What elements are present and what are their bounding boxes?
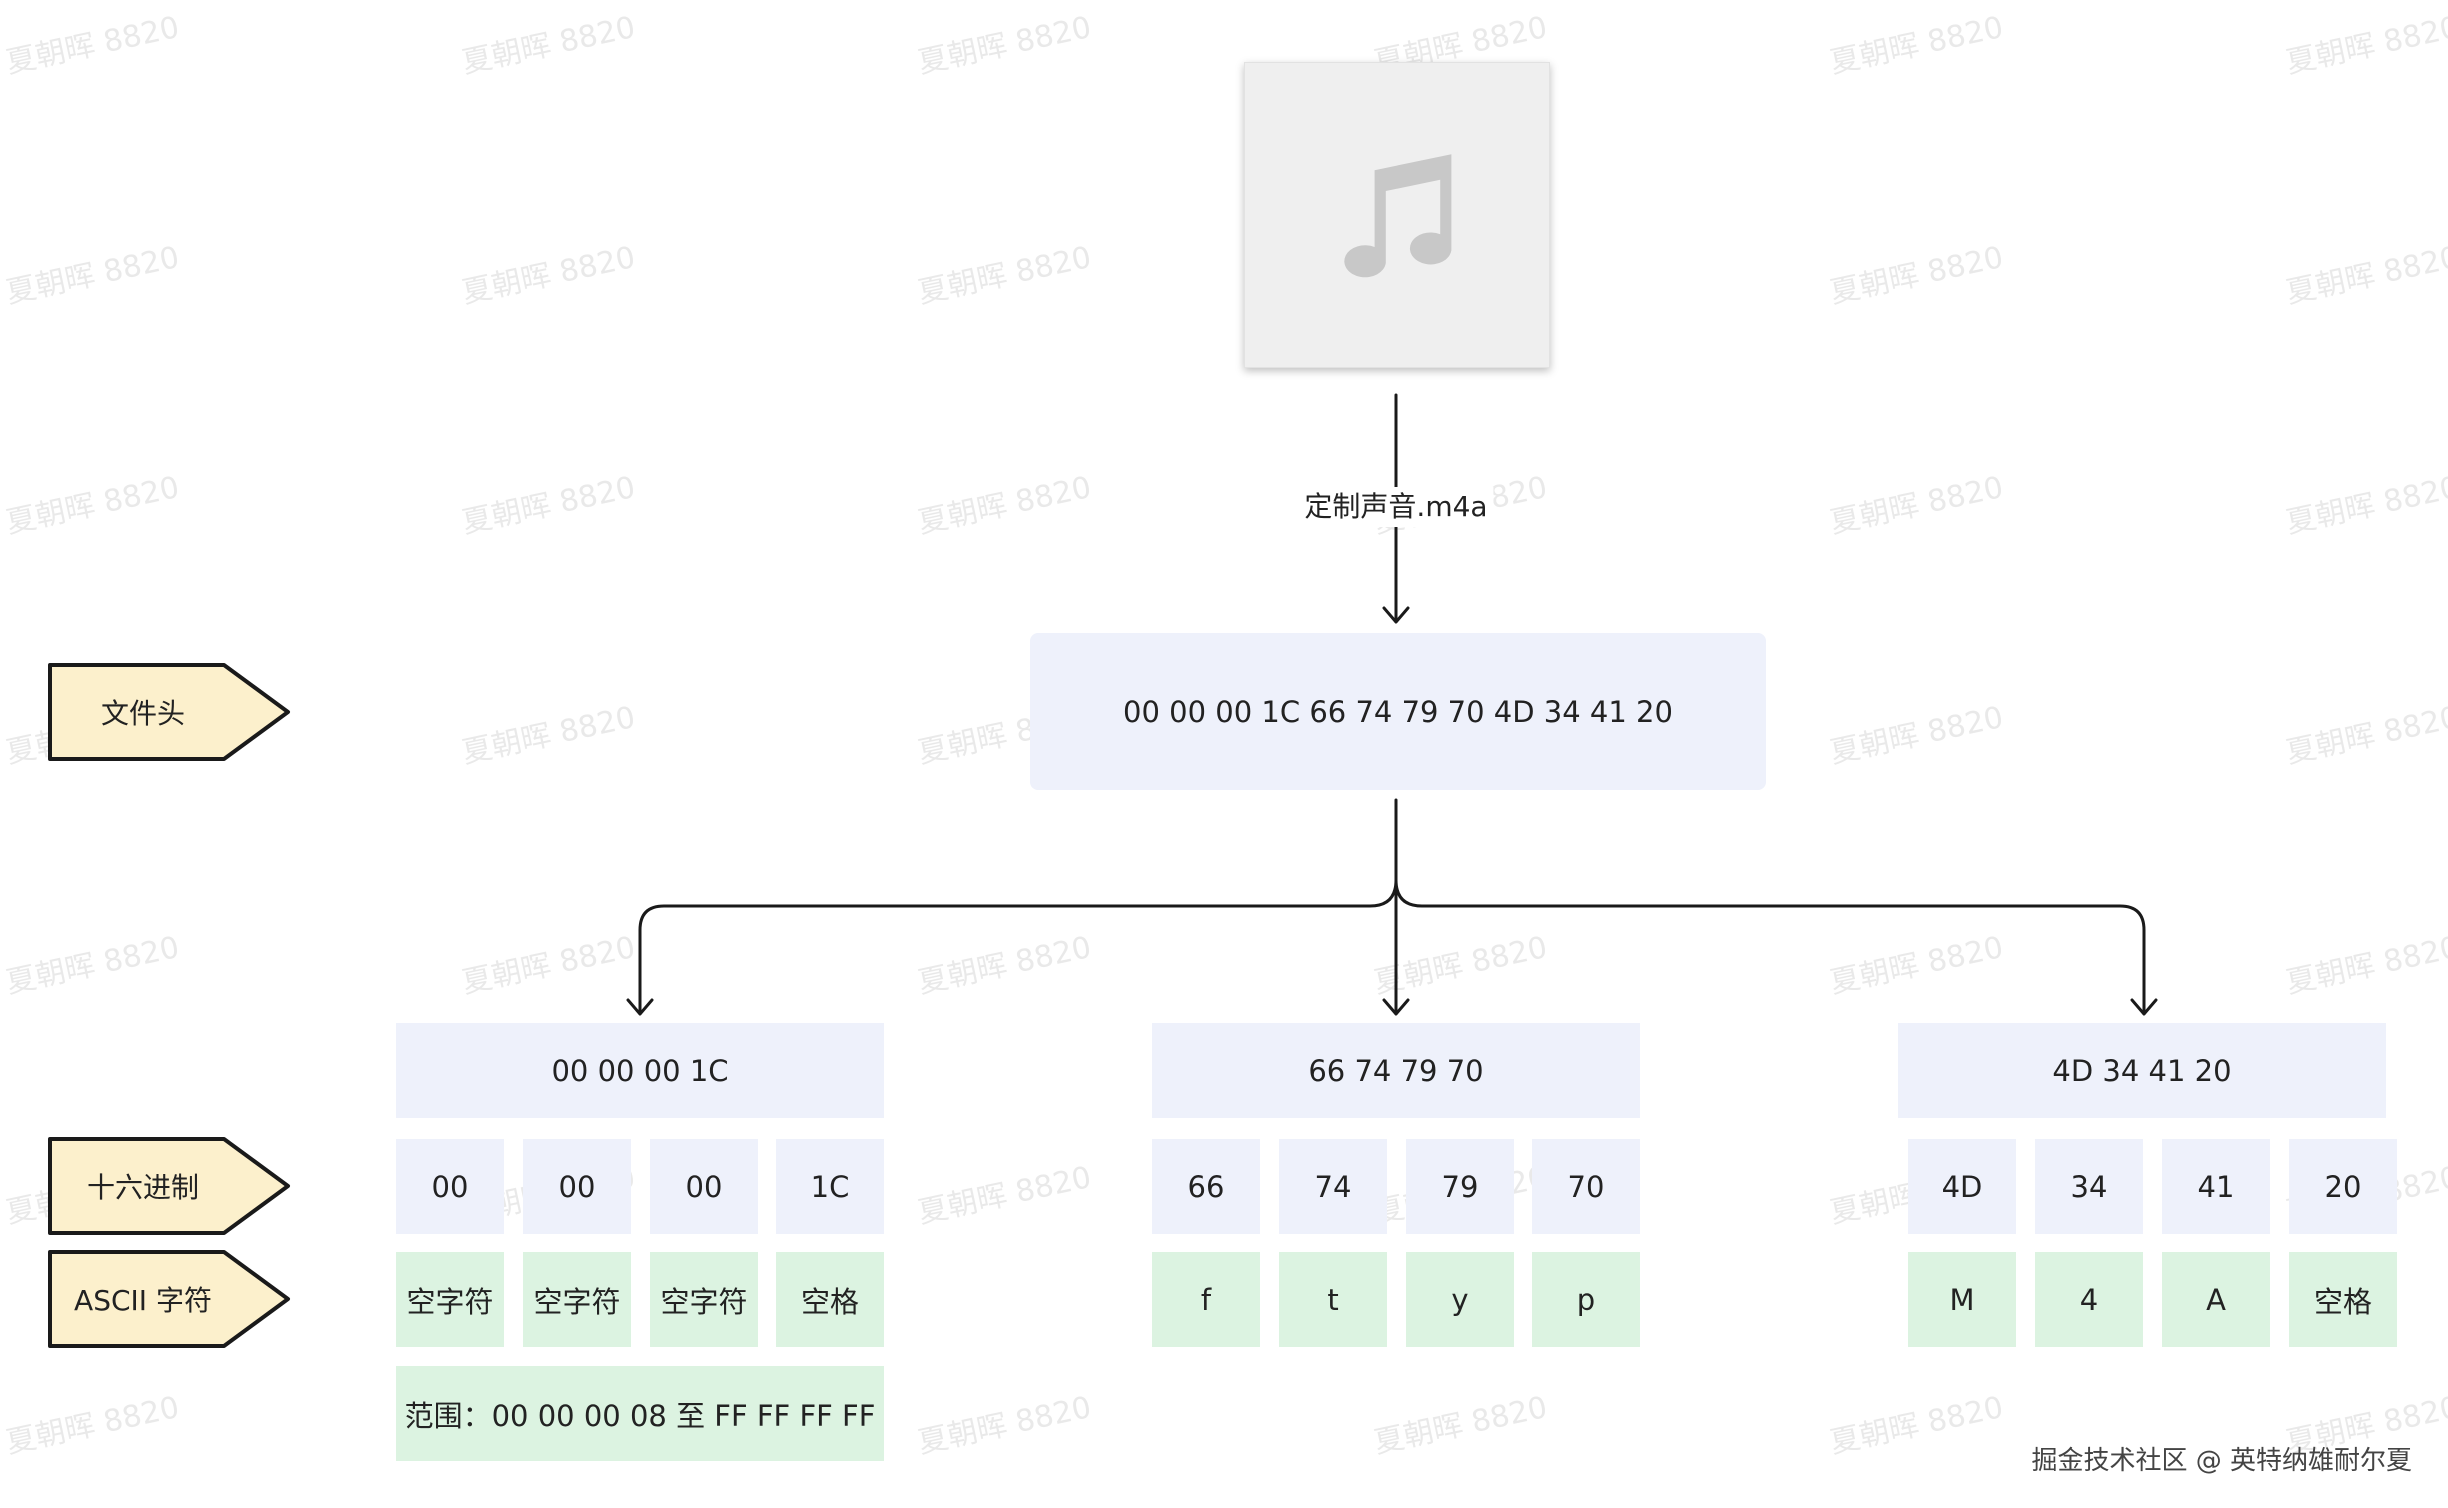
group-3-ascii-3: A [2162, 1252, 2270, 1347]
group-1-hex-box: 00 00 00 1C [396, 1023, 884, 1118]
file-to-header-arrowhead [1382, 606, 1410, 624]
group-3-hex-box: 4D 34 41 20 [1898, 1023, 2386, 1118]
group-1-ascii-2: 空字符 [523, 1252, 631, 1347]
group-1-byte-3: 00 [650, 1139, 758, 1234]
group-3-ascii-1: M [1908, 1252, 2016, 1347]
group-1-ascii-4: 空格 [776, 1252, 884, 1347]
tag-ascii: ASCII 字符 [74, 1284, 212, 1317]
group-3-ascii-2: 4 [2035, 1252, 2143, 1347]
branch-right-line [1394, 878, 2146, 1014]
group-2-byte-4: 70 [1532, 1139, 1640, 1234]
group-3-byte-4: 20 [2289, 1139, 2397, 1234]
group-2-ascii-1: f [1152, 1252, 1260, 1347]
group-2-hex-box: 66 74 79 70 [1152, 1023, 1640, 1118]
group-2-ascii-2: t [1279, 1252, 1387, 1347]
group-3-byte-1: 4D [1908, 1139, 2016, 1234]
tag-file-header: 文件头 [100, 697, 185, 730]
file-header-hex-box: 00 00 00 1C 66 74 79 70 4D 34 41 20 [1030, 633, 1766, 790]
group-1-ascii-1: 空字符 [396, 1252, 504, 1347]
music-note-icon [1344, 154, 1452, 278]
tag-hex-shape [48, 1137, 290, 1235]
group-2-byte-3: 79 [1406, 1139, 1514, 1234]
group-1-byte-1: 00 [396, 1139, 504, 1234]
branch-left-line [638, 878, 1398, 1014]
group-1-byte-4: 1C [776, 1139, 884, 1234]
group-3-byte-2: 34 [2035, 1139, 2143, 1234]
center-arrowhead [1382, 998, 1410, 1016]
credit-text: 掘金技术社区 @ 英特纳雄耐尔夏 [2031, 1446, 2412, 1476]
audio-file-icon [1244, 62, 1550, 368]
group-1-ascii-3: 空字符 [650, 1252, 758, 1347]
right-arrowhead [2130, 998, 2158, 1016]
group-3-ascii-4: 空格 [2289, 1252, 2397, 1347]
file-name-label: 定制声音.m4a [1298, 487, 1494, 527]
group-1-range: 范围：00 00 00 08 至 FF FF FF FF [396, 1366, 884, 1461]
tag-file-header-shape [48, 663, 290, 761]
group-2-byte-2: 74 [1279, 1139, 1387, 1234]
group-1-byte-2: 00 [523, 1139, 631, 1234]
tag-ascii-shape [48, 1250, 290, 1348]
group-2-ascii-3: y [1406, 1252, 1514, 1347]
group-2-ascii-4: p [1532, 1252, 1640, 1347]
tag-hex: 十六进制 [86, 1171, 199, 1204]
group-3-byte-3: 41 [2162, 1139, 2270, 1234]
group-2-byte-1: 66 [1152, 1139, 1260, 1234]
left-arrowhead [626, 998, 654, 1016]
